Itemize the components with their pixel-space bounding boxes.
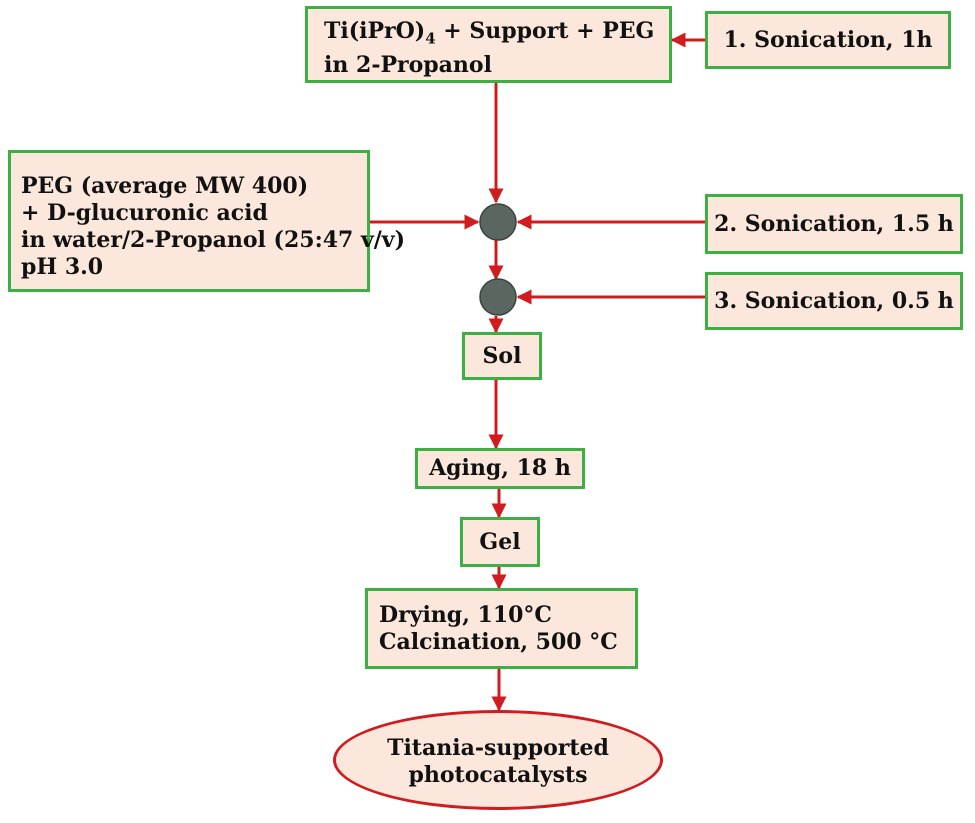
peg-solution-line1: PEG (average MW 400) <box>21 173 309 199</box>
drying-calcination-box: Drying, 110°C Calcination, 500 °C <box>365 588 638 669</box>
sonication-3-box: 3. Sonication, 0.5 h <box>705 272 963 330</box>
peg-solution-line2: + D-glucuronic acid <box>21 200 268 226</box>
gel-label: Gel <box>479 529 521 555</box>
peg-solution-line4: pH 3.0 <box>21 254 104 280</box>
sonication-1-label: 1. Sonication, 1h <box>723 27 933 53</box>
calcination-line: Calcination, 500 °C <box>379 629 618 655</box>
junction-node-1 <box>479 203 517 241</box>
sonication-3-label: 3. Sonication, 0.5 h <box>714 288 954 314</box>
sonication-2-label: 2. Sonication, 1.5 h <box>714 211 954 237</box>
product-line1: Titania-supported <box>387 735 609 761</box>
gel-box: Gel <box>460 517 540 567</box>
sonication-2-box: 2. Sonication, 1.5 h <box>705 194 963 254</box>
product-oval: Titania-supported photocatalysts <box>333 710 663 810</box>
start-reagents-line1: Ti(iPrO)4 + Support + PEG <box>324 18 655 48</box>
sonication-1-box: 1. Sonication, 1h <box>705 11 951 69</box>
sol-label: Sol <box>482 343 522 369</box>
junction-node-2 <box>479 278 517 316</box>
aging-box: Aging, 18 h <box>415 448 585 489</box>
subscript-4: 4 <box>425 29 436 48</box>
peg-solution-box: PEG (average MW 400) + D-glucuronic acid… <box>8 150 405 292</box>
peg-solution-line3: in water/2-Propanol (25:47 v/v) <box>21 227 405 253</box>
start-reagents-line2: in 2-Propanol <box>324 52 492 79</box>
product-line2: photocatalysts <box>408 762 588 788</box>
drying-line: Drying, 110°C <box>379 602 552 628</box>
start-reagents-box: Ti(iPrO)4 + Support + PEG in 2-Propanol <box>305 6 672 83</box>
aging-label: Aging, 18 h <box>429 455 571 481</box>
sol-box: Sol <box>462 332 542 380</box>
